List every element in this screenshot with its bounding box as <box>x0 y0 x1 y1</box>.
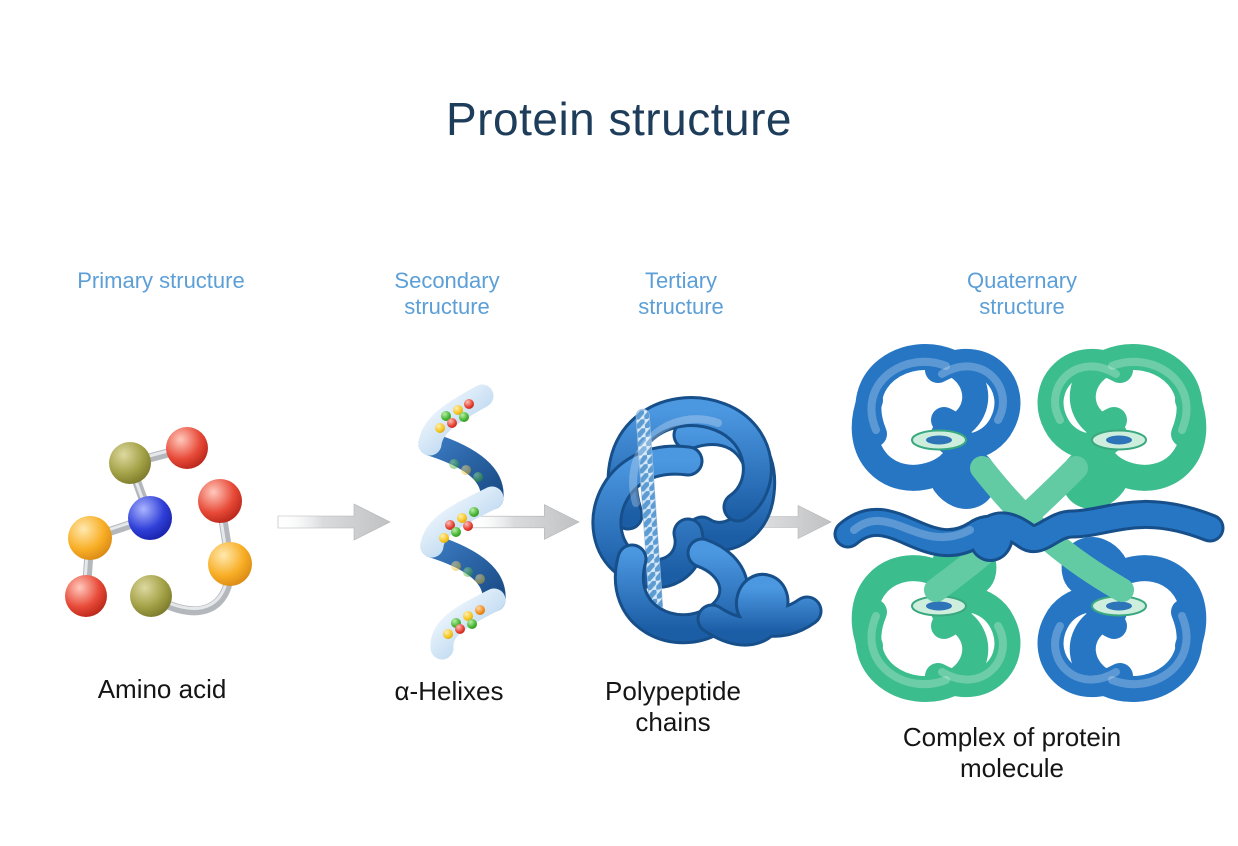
stage-label-primary: Primary structure <box>77 268 245 293</box>
alpha-helix-illustration <box>418 384 506 660</box>
amino-acid-bead-olive <box>130 575 172 617</box>
amino-acid-bead-red <box>198 479 242 523</box>
caption-protein-complex: Complex of protein molecule <box>902 722 1122 783</box>
helix-residue-beads <box>435 399 485 639</box>
caption-amino-acid: Amino acid <box>97 674 227 704</box>
amino-acid-bead-yellow <box>68 516 112 560</box>
caption-polypeptide-chains: Polypeptide chains <box>605 676 741 737</box>
central-blue-chain <box>833 499 1225 562</box>
arrow-right-icon <box>470 504 580 540</box>
amino-acid-chain-illustration <box>65 427 252 617</box>
caption-alpha-helixes: α-Helixes <box>394 676 504 706</box>
stage-label-secondary: Secondary structure <box>394 268 500 319</box>
stage-label-tertiary: Tertiary structure <box>638 268 724 319</box>
amino-acid-bead-blue <box>128 496 172 540</box>
stage-label-quaternary: Quaternary structure <box>966 268 1078 319</box>
amino-acid-bead-red <box>166 427 208 469</box>
polypeptide-chain-illustration <box>591 396 823 647</box>
amino-acid-bead-red <box>65 575 107 617</box>
polypeptide-tube <box>614 415 823 647</box>
page-title: Protein structure <box>446 93 792 145</box>
amino-acid-bead-olive <box>109 442 151 484</box>
protein-subunit-knot-bottom-left <box>865 549 1008 689</box>
amino-acid-bead-yellow <box>208 542 252 586</box>
arrow-right-icon <box>277 503 391 541</box>
protein-complex-illustration <box>833 328 1225 718</box>
